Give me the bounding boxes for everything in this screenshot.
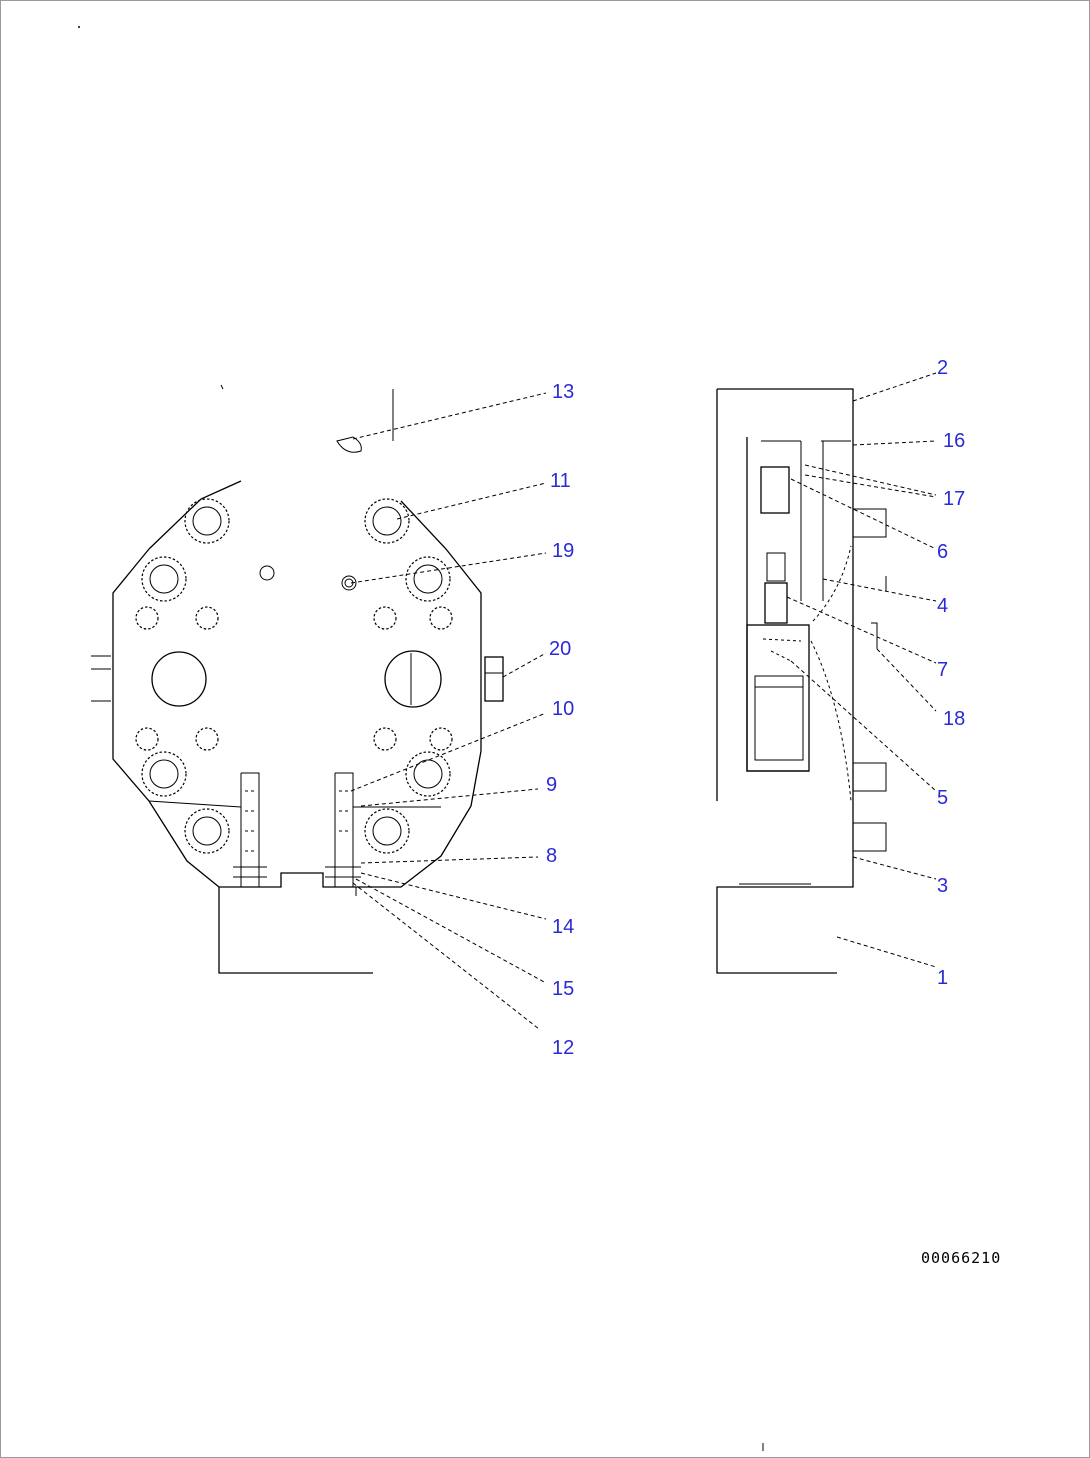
- callout-11: 11: [550, 470, 571, 492]
- callout-16: 16: [943, 430, 965, 452]
- side-view-assembly: [716, 372, 937, 974]
- callout-13: 13: [552, 381, 574, 403]
- lower-chamber: [746, 624, 810, 772]
- small-holes: [135, 565, 453, 751]
- drawing-code: 00066210: [921, 1249, 1001, 1267]
- plunger: [764, 582, 788, 624]
- bolt-cluster: [141, 498, 451, 854]
- callout-14: 14: [552, 916, 574, 938]
- callout-5: 5: [937, 787, 948, 809]
- spool-upper: [760, 466, 790, 514]
- callout-9: 9: [546, 774, 557, 796]
- callout-6: 6: [937, 541, 948, 563]
- leader-lines-front: [350, 392, 547, 1030]
- valve-cartridge-right: [325, 772, 361, 887]
- part-20-block: [484, 656, 504, 702]
- callout-15: 15: [552, 978, 574, 1000]
- callout-12: 12: [552, 1037, 574, 1059]
- leader-lines-side: [786, 372, 937, 968]
- callout-4: 4: [937, 595, 948, 617]
- callout-7: 7: [937, 659, 948, 681]
- callout-1: 1: [937, 967, 948, 989]
- callout-3: 3: [937, 875, 948, 897]
- port-left: [151, 651, 207, 707]
- front-view-assembly: [91, 384, 547, 1030]
- port-right: [384, 650, 442, 708]
- callout-10: 10: [552, 698, 574, 720]
- callout-2: 2: [937, 357, 948, 379]
- callout-18: 18: [943, 708, 965, 730]
- callout-17: 17: [943, 488, 965, 510]
- callout-numbers: 13 11 19 20 10 9 8 14 15 12 2 16 17 6 4 …: [546, 357, 965, 1059]
- callout-20: 20: [549, 638, 571, 660]
- callout-8: 8: [546, 845, 557, 867]
- callout-19: 19: [552, 540, 574, 562]
- valve-cartridge-left: [233, 772, 267, 887]
